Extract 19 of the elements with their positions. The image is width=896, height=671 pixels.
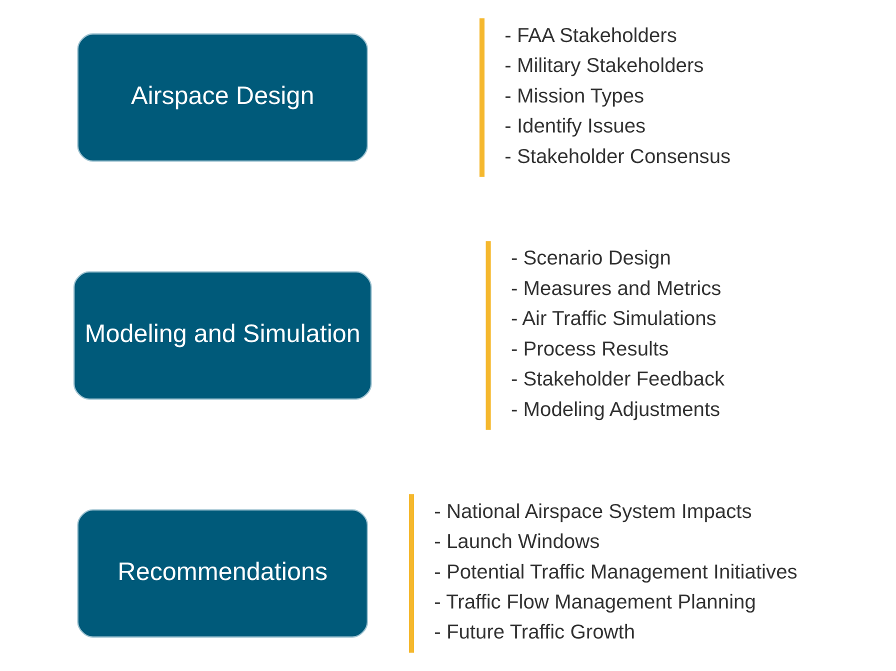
node-label: - Process Results	[510, 338, 669, 360]
node-label: - Air Traffic Simulations	[510, 308, 716, 330]
node-label: - Measures and Metrics	[510, 278, 722, 300]
node-label: - Stakeholder Feedback	[510, 368, 725, 391]
node-box: Recommendations	[77, 509, 368, 638]
node-label: - Traffic Flow Management Planning	[434, 591, 756, 614]
node-label: - Identify Issues	[504, 116, 646, 138]
node-label: - Stakeholder Consensus	[504, 146, 731, 168]
node-box: Modeling and Simulation	[73, 271, 372, 400]
node-label: - FAA Stakeholders	[504, 24, 677, 47]
node-label: - Mission Types	[504, 85, 644, 108]
node-label: - Future Traffic Growth	[434, 622, 636, 644]
node-label: - National Airspace System Impacts	[434, 500, 752, 523]
node-box: Airspace Design	[77, 33, 368, 162]
node-label: - Launch Windows	[434, 531, 600, 554]
node-label: - Modeling Adjustments	[510, 398, 720, 421]
node-label: - Scenario Design	[510, 248, 671, 270]
node-label: - Military Stakeholders	[504, 55, 704, 78]
node-label: - Potential Traffic Management Initiatives	[434, 561, 798, 584]
